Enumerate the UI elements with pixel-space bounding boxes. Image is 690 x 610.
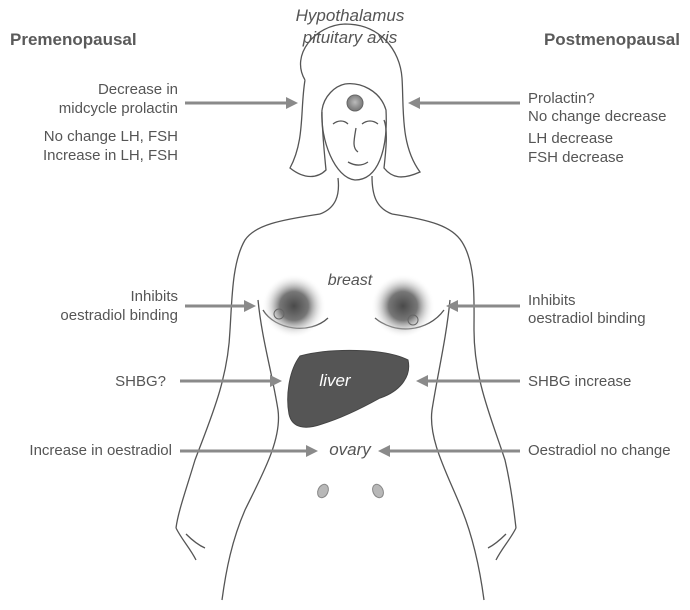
pre-lhfsh-line2: Increase in LH, FSH	[0, 146, 178, 166]
left-hand-outline	[176, 528, 205, 560]
hypothalamus-heading-line1: Hypothalamus	[250, 6, 450, 26]
breast-label: breast	[300, 271, 400, 291]
post-fsh-label: FSH decrease	[528, 148, 624, 168]
mouth	[348, 162, 368, 165]
neck-outline	[320, 176, 392, 214]
pre-breast-line2: oestradiol binding	[0, 306, 178, 326]
nose	[354, 128, 358, 152]
post-breast-line1: Inhibits	[528, 291, 576, 311]
pre-pituitary-line1: Decrease in	[0, 80, 178, 100]
arrow-pre-breast-head	[244, 300, 256, 312]
right-hand-outline	[488, 528, 516, 560]
ovary-label: ovary	[300, 440, 400, 460]
post-ovary-label: Oestradiol no change	[528, 441, 671, 461]
eye-left	[333, 121, 348, 124]
post-breast-line2: oestradiol binding	[528, 309, 646, 329]
postmenopausal-heading: Postmenopausal	[480, 30, 680, 50]
right-arm-outline	[392, 214, 516, 528]
post-lh-label: LH decrease	[528, 129, 613, 149]
woman-figure	[176, 24, 516, 600]
premenopausal-heading: Premenopausal	[10, 30, 137, 50]
pre-liver-label: SHBG?	[0, 372, 166, 392]
post-prolactin-line2: No change decrease	[528, 107, 666, 127]
pre-lhfsh-line1: No change LH, FSH	[0, 127, 178, 147]
arrow-post-liver-head	[416, 375, 428, 387]
pituitary-gland	[347, 95, 363, 111]
arrow-pre-liver-head	[270, 375, 282, 387]
post-prolactin-line1: Prolactin?	[528, 89, 595, 109]
pre-pituitary-line2: midcycle prolactin	[0, 99, 178, 119]
hypothalamus-heading-line2: pituitary axis	[250, 28, 450, 48]
post-liver-label: SHBG increase	[528, 372, 631, 392]
arrow-post-breast-head	[446, 300, 458, 312]
ovary-right	[371, 483, 386, 500]
pre-breast-line1: Inhibits	[0, 287, 178, 307]
liver-label: liver	[300, 371, 370, 391]
ovary-left	[316, 483, 331, 500]
eye-right	[362, 121, 378, 124]
arrow-pre-pituitary-head	[286, 97, 298, 109]
pre-ovary-label: Increase in oestradiol	[0, 441, 172, 461]
arrow-post-pituitary-head	[408, 97, 420, 109]
